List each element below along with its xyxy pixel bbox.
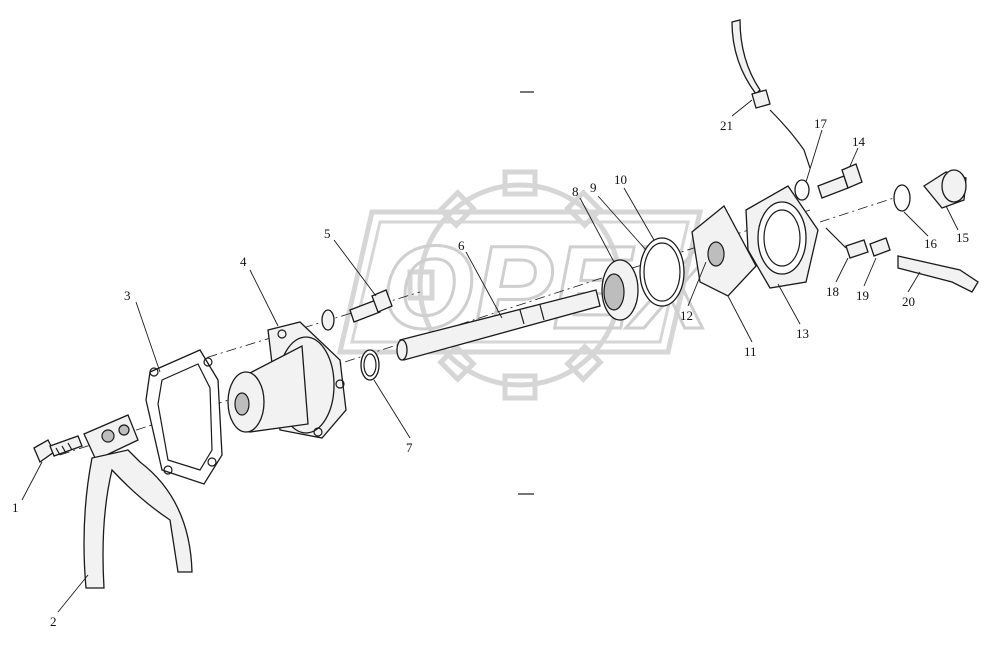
part-10-ring <box>639 237 685 307</box>
callout-7: 7 <box>406 440 413 455</box>
callout-15: 15 <box>956 230 969 245</box>
callout-2: 2 <box>50 614 57 629</box>
callout-21: 21 <box>720 118 733 133</box>
callout-4: 4 <box>240 254 247 269</box>
part-11-cover-plate <box>691 204 757 297</box>
fitting-pipe <box>825 227 847 249</box>
callout-6: 6 <box>458 238 465 253</box>
part-17-washer <box>794 179 810 201</box>
callout-13: 13 <box>796 326 809 341</box>
callout-9: 9 <box>590 180 597 195</box>
part-10-ring-inner <box>643 242 681 302</box>
small-seal-ring <box>321 309 335 331</box>
callout-17: 17 <box>814 116 828 131</box>
part-16-seal <box>893 184 911 212</box>
callout-1: 1 <box>12 500 19 515</box>
callout-3: 3 <box>124 288 131 303</box>
part-7-o-ring-inner <box>363 353 377 377</box>
callout-14: 14 <box>852 134 866 149</box>
part-6-shaft <box>396 289 601 361</box>
part-21-fitting <box>751 89 771 109</box>
part-15-boot <box>923 169 967 209</box>
callout-5: 5 <box>324 226 331 241</box>
callout-labels: 1 2 3 4 5 6 7 8 9 10 11 12 13 14 15 16 1… <box>12 116 969 629</box>
callout-20: 20 <box>902 294 915 309</box>
callout-10: 10 <box>614 172 627 187</box>
part-21-hose <box>731 19 761 95</box>
pipe-line <box>769 109 811 169</box>
part-19-tee <box>869 237 891 257</box>
part-18-fitting <box>845 239 869 259</box>
part-4-housing <box>227 321 347 439</box>
leader-lines <box>21 99 959 613</box>
callout-19: 19 <box>856 288 869 303</box>
part-13-flange <box>745 185 819 289</box>
part-3-gasket <box>145 349 223 485</box>
part-14-bolt <box>817 163 863 199</box>
callout-8: 8 <box>572 184 579 199</box>
part-1-bolt <box>33 435 83 463</box>
part-20-hose <box>897 255 979 293</box>
callout-16: 16 <box>924 236 938 251</box>
callout-11: 11 <box>744 344 757 359</box>
part-2-shift-fork <box>83 414 193 589</box>
callout-12: 12 <box>680 308 693 323</box>
callout-18: 18 <box>826 284 839 299</box>
part-8-piston <box>601 259 639 321</box>
part-5-bolt <box>349 289 393 323</box>
